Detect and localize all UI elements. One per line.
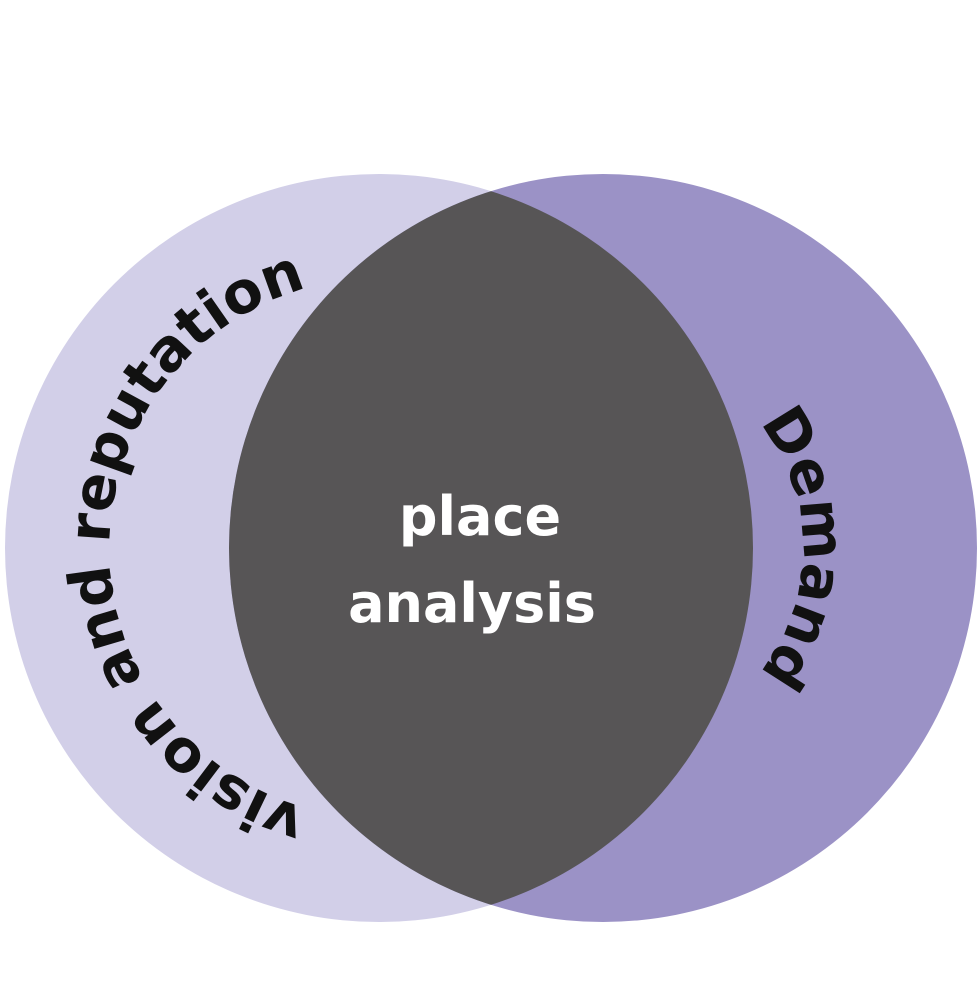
intersection-label-line2: analysis	[348, 572, 596, 635]
intersection-lens	[229, 174, 753, 922]
intersection-label-line1: place	[399, 485, 561, 548]
